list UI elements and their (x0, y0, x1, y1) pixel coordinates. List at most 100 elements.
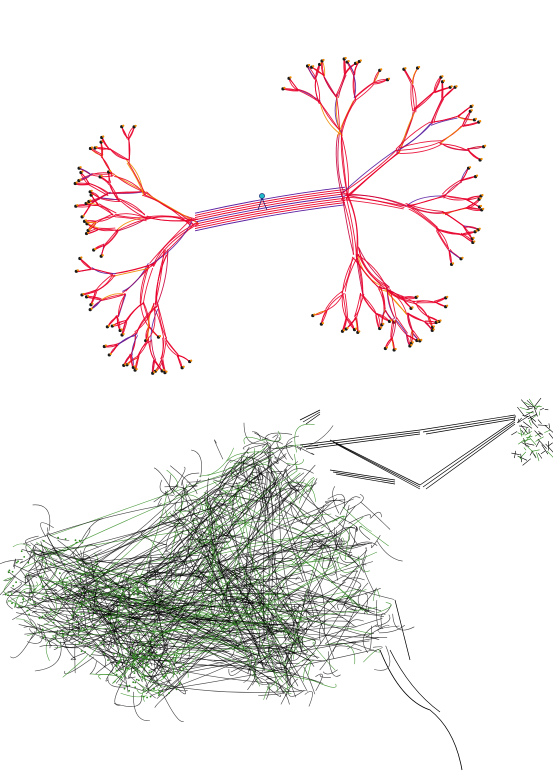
dense-node (168, 660, 170, 662)
dense-node (76, 621, 78, 623)
dense-node (40, 550, 42, 552)
dense-node (110, 624, 112, 626)
dense-edge (90, 661, 97, 674)
arm-edge (306, 434, 420, 449)
dense-node (135, 652, 137, 654)
dense-node (183, 664, 185, 666)
right-cluster-edge (536, 441, 539, 447)
dense-node (97, 589, 99, 591)
dense-node (81, 618, 83, 620)
tree-edge (355, 83, 373, 98)
dense-node (76, 605, 78, 607)
dense-node (141, 666, 143, 668)
tree-edge (347, 151, 400, 196)
tree-leaf-node (283, 87, 285, 89)
dense-edge (28, 544, 38, 563)
tree-edge (342, 150, 397, 194)
dense-node (99, 621, 101, 623)
dense-node (50, 563, 52, 565)
right-cluster-edge (524, 448, 526, 451)
dense-node (67, 600, 69, 602)
dense-node (182, 668, 184, 670)
dense-node (93, 624, 95, 626)
dense-node (65, 587, 67, 589)
dense-edge (373, 647, 382, 651)
dense-node (62, 630, 64, 632)
arm-edge (333, 442, 420, 487)
dense-node (77, 561, 79, 563)
dense-node (124, 688, 126, 690)
tree-edge (110, 149, 129, 161)
dense-node (143, 696, 145, 698)
tree-leaf-node (476, 230, 478, 232)
dense-node (42, 585, 44, 587)
tree-edge (76, 206, 90, 207)
dense-node (134, 682, 136, 684)
dense-node (82, 638, 84, 640)
tree-edge (129, 140, 130, 163)
dense-edge (349, 542, 355, 557)
dense-node (150, 696, 152, 698)
dense-node (160, 656, 162, 658)
dense-edge (80, 519, 102, 543)
dense-node (87, 625, 89, 627)
dense-edge (340, 497, 361, 515)
dense-node (100, 608, 102, 610)
tree-leaf-node (441, 75, 443, 77)
tree-edge (404, 69, 412, 83)
dense-node (138, 620, 140, 622)
right-cluster-edge (531, 450, 539, 452)
tree-leaf-node (102, 254, 104, 256)
dense-node (147, 601, 149, 603)
tree-leaf-node (80, 256, 82, 258)
dense-node (174, 654, 176, 656)
dense-node (122, 592, 124, 594)
dense-node (12, 571, 14, 573)
dense-node (41, 575, 43, 577)
dense-node (138, 679, 140, 681)
dense-node (129, 685, 131, 687)
dense-edge (379, 625, 405, 633)
tree-leaf-node (121, 328, 123, 330)
dense-node (107, 615, 109, 617)
dense-node (9, 570, 11, 572)
dense-node (148, 672, 150, 674)
tree-leaf-node (380, 68, 382, 70)
dense-node (121, 633, 123, 635)
dense-node (112, 645, 114, 647)
tree-leaf-node (452, 262, 454, 264)
dense-node (12, 585, 14, 587)
dense-node (43, 637, 45, 639)
tree-edge (414, 92, 434, 110)
dense-node (72, 609, 74, 611)
dense-node (89, 595, 91, 597)
arm-edge (333, 472, 395, 482)
dense-node (109, 579, 111, 581)
tree-edge (346, 153, 399, 199)
tree-leaf-node (482, 208, 484, 210)
dense-node (8, 571, 10, 573)
tree-leaf-node (82, 293, 84, 295)
arm-edge (300, 410, 320, 420)
tree-edge (77, 270, 92, 272)
dense-edge (363, 564, 374, 592)
dense-node (151, 671, 153, 673)
dense-node (145, 625, 147, 627)
dense-node (144, 597, 146, 599)
right-cluster-edge (526, 412, 534, 413)
dense-edge (3, 578, 10, 581)
dense-node (28, 614, 30, 616)
tree-edge (343, 149, 398, 193)
tree-leaf-node (110, 353, 112, 355)
dense-edge (71, 653, 85, 660)
tree-edge (445, 213, 465, 227)
tree-leaf-node (313, 313, 315, 315)
dense-node (173, 673, 175, 675)
right-cluster-edge (520, 428, 522, 436)
dense-node (128, 690, 130, 692)
tree-leaf-node (437, 320, 439, 322)
tree-edge (127, 303, 144, 321)
highlight-node (259, 193, 264, 198)
tree-leaf-node (446, 296, 448, 298)
dense-node (146, 587, 148, 589)
